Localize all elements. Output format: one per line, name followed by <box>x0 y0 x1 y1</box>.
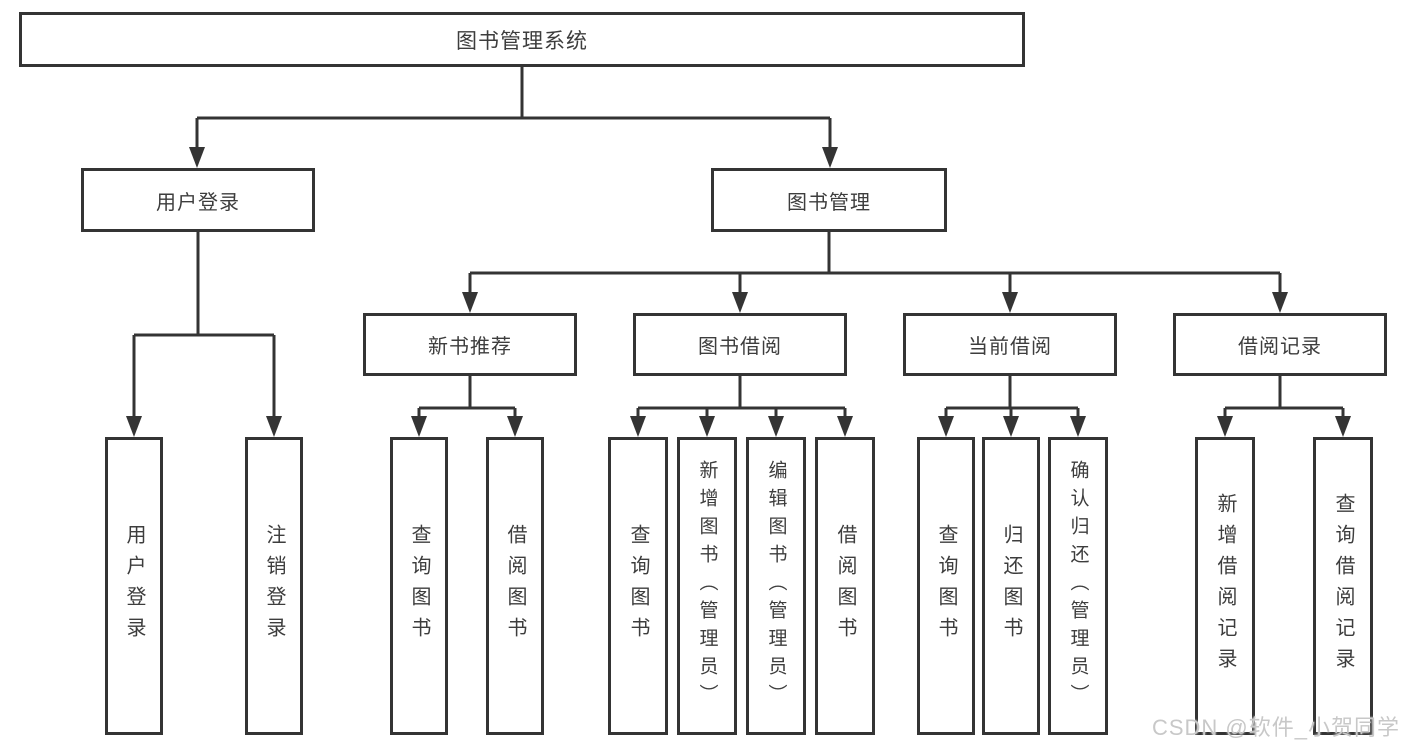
arrow-head <box>126 416 142 437</box>
arrow-head <box>732 292 748 313</box>
arrow-head <box>1217 416 1233 437</box>
csdn-watermark: CSDN @软件_小贺同学 <box>1151 715 1400 740</box>
node-add-books-admin: 新增图书（管理员） <box>677 437 737 735</box>
arrow-head <box>1070 416 1086 437</box>
node-confirm-return-admin: 确认归还（管理员） <box>1048 437 1108 735</box>
node-query-borrow-record: 查询借阅记录 <box>1313 437 1373 735</box>
arrow-head <box>462 292 478 313</box>
arrow-head <box>938 416 954 437</box>
arrow-head <box>837 416 853 437</box>
node-borrow-books: 借阅图书 <box>486 437 544 735</box>
arrow-head <box>507 416 523 437</box>
arrow-head <box>266 416 282 437</box>
node-query-books: 查询图书 <box>390 437 448 735</box>
node-query-books: 查询图书 <box>608 437 668 735</box>
node-user-login: 用户登录 <box>81 168 315 232</box>
arrow-head <box>411 416 427 437</box>
node-book-management: 图书管理 <box>711 168 947 232</box>
arrow-head <box>630 416 646 437</box>
node-borrow-books: 借阅图书 <box>815 437 875 735</box>
node-book-borrowing: 图书借阅 <box>633 313 847 376</box>
arrow-head <box>699 416 715 437</box>
node-query-books: 查询图书 <box>917 437 975 735</box>
arrow-head <box>1272 292 1288 313</box>
node-new-book-recommend: 新书推荐 <box>363 313 577 376</box>
arrow-head <box>768 416 784 437</box>
node-current-borrowing: 当前借阅 <box>903 313 1117 376</box>
arrow-head <box>1335 416 1351 437</box>
arrow-head <box>189 147 205 168</box>
node-library-management-system: 图书管理系统 <box>19 12 1025 67</box>
arrow-head <box>1003 416 1019 437</box>
node-return-books: 归还图书 <box>982 437 1040 735</box>
arrow-head <box>822 147 838 168</box>
arrowheads <box>126 147 1351 437</box>
node-add-borrow-record: 新增借阅记录 <box>1195 437 1255 735</box>
node-user-login-leaf: 用户登录 <box>105 437 163 735</box>
arrow-head <box>1002 292 1018 313</box>
node-borrowing-records: 借阅记录 <box>1173 313 1387 376</box>
node-logout: 注销登录 <box>245 437 303 735</box>
node-edit-books-admin: 编辑图书（管理员） <box>746 437 806 735</box>
